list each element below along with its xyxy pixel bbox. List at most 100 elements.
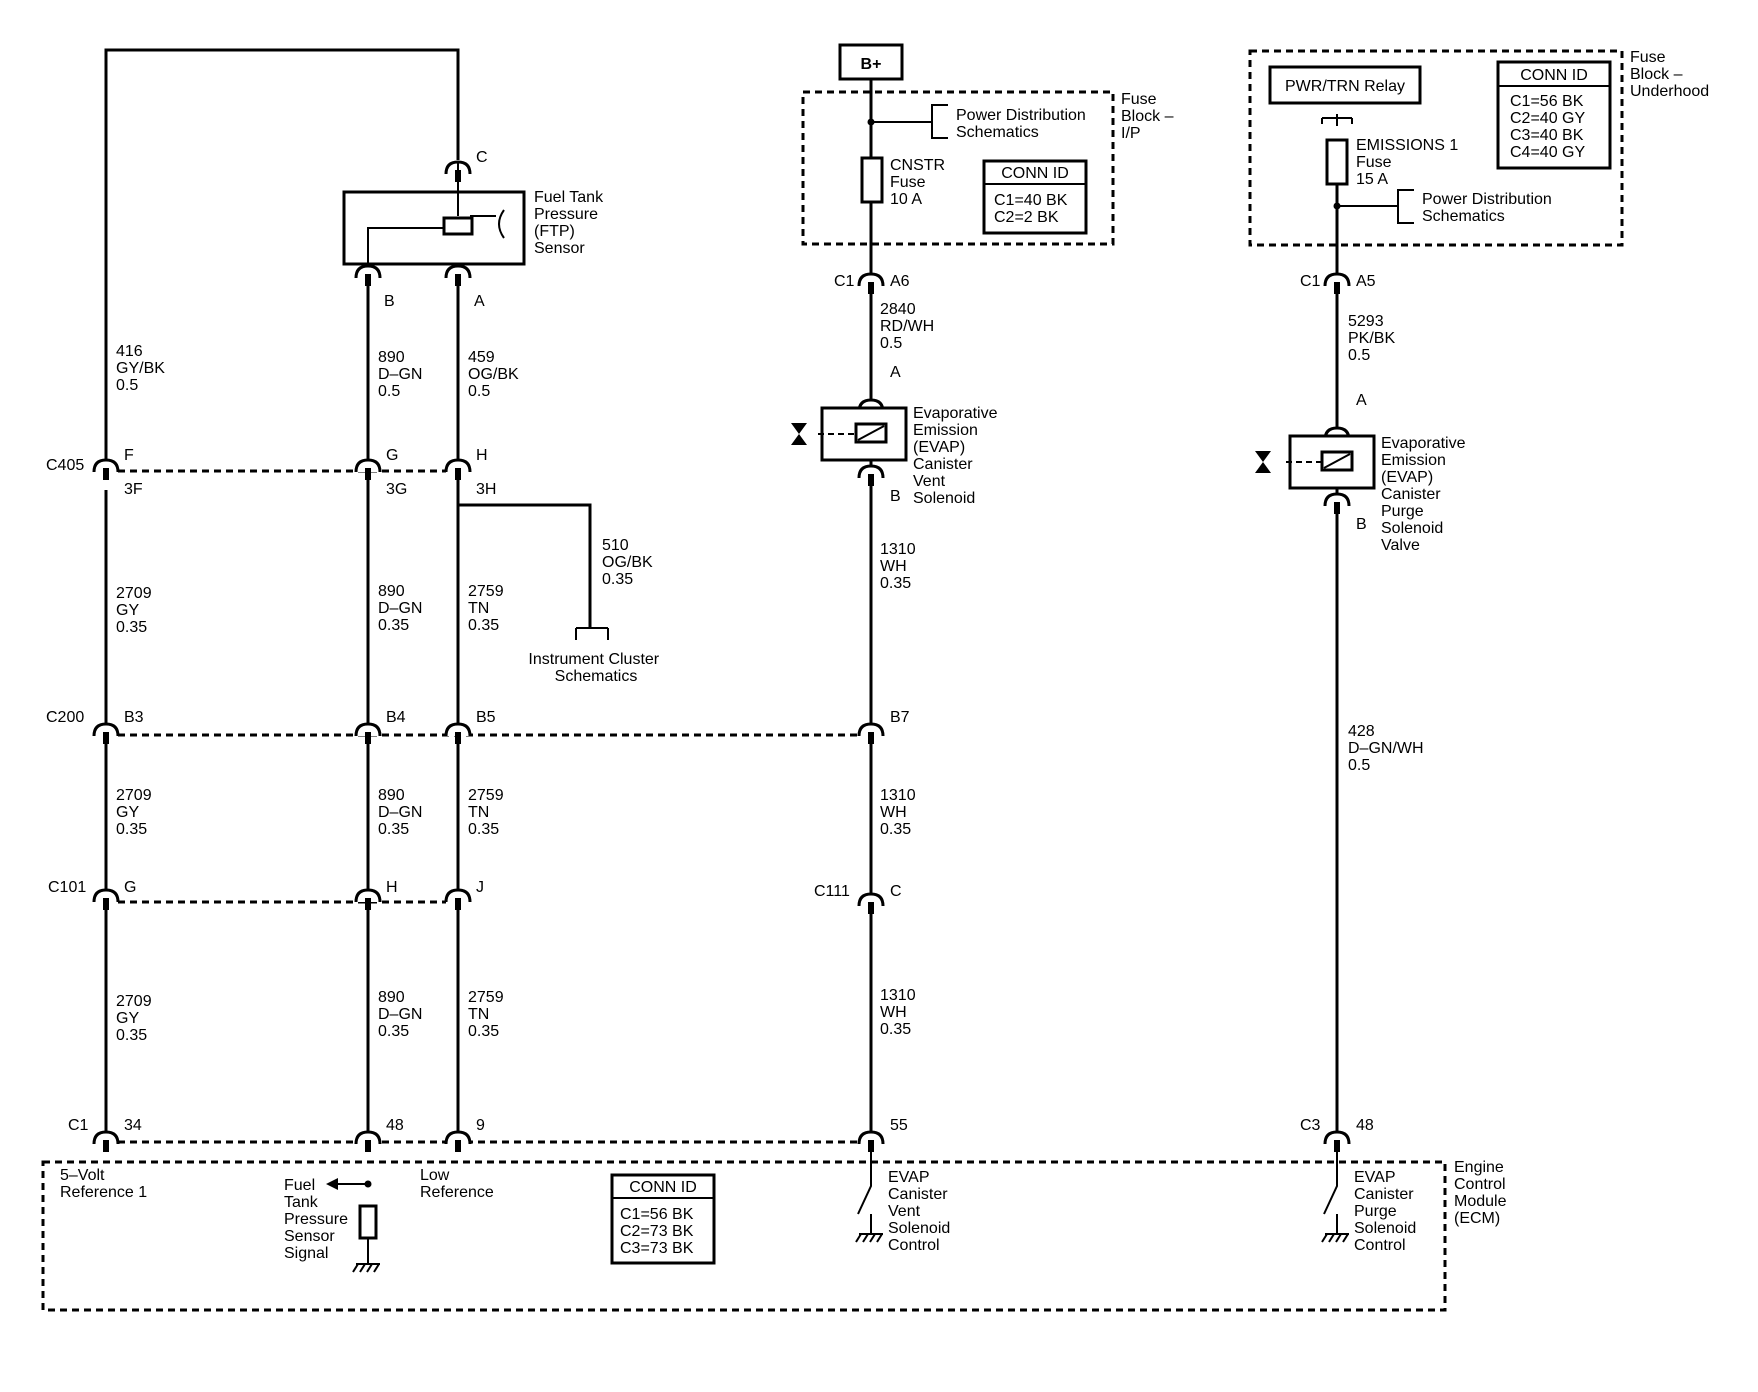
connector-c1-ip: C1	[834, 273, 855, 290]
connector-pin	[868, 282, 874, 294]
pin-label: B3	[124, 709, 144, 726]
connector-arc	[444, 888, 472, 903]
conn-id-ecm-box	[610, 1173, 716, 1265]
ecm-vent-ctrl-label: EVAP Canister Vent Solenoid Control	[888, 1169, 955, 1254]
purge-driver-switch	[1323, 1150, 1349, 1235]
connector-pin	[365, 1140, 371, 1152]
wires	[104, 48, 1339, 1150]
relay-label: PWR/TRN Relay	[1285, 78, 1405, 95]
pin-label: 9	[476, 1117, 485, 1134]
pin-label: B5	[476, 709, 496, 726]
ecm-border	[41, 1160, 1447, 1312]
connector-arc	[857, 464, 885, 479]
ecm-ftp-signal-label: Fuel Tank Pressure Sensor Signal	[284, 1177, 352, 1262]
instrument-cluster-label: Instrument Cluster Schematics	[528, 651, 663, 685]
relay-box	[1268, 65, 1422, 105]
pin-label: C	[890, 883, 902, 900]
pulldown-resistor	[358, 1204, 378, 1240]
connector-arc	[857, 722, 885, 737]
ground-icon	[855, 1233, 883, 1243]
connector-pin	[1334, 1140, 1340, 1152]
vent-solenoid-label: Evaporative Emission (EVAP) Canister Ven…	[913, 405, 1002, 507]
connector-arc	[354, 264, 382, 279]
pin-label: B7	[890, 709, 910, 726]
connector-pin	[455, 468, 461, 480]
connector-arc	[857, 272, 885, 287]
connector-arc	[444, 264, 472, 279]
connector-arc	[857, 892, 885, 907]
connector-arc	[857, 1130, 885, 1145]
connector-c3-ecm: C3	[1300, 1117, 1321, 1134]
connector-pin	[103, 898, 109, 910]
connector-pin	[1334, 502, 1340, 514]
evap-vent-solenoid: Evaporative Emission (EVAP) Canister Ven…	[791, 405, 1002, 507]
connector-arc	[92, 722, 120, 737]
pin-label: A	[474, 293, 485, 310]
connector-arc	[354, 1130, 382, 1145]
connector-names: C405 C200 C101 C111 C1 C3 C1 C1	[46, 273, 1321, 1134]
pin-label: B	[890, 488, 901, 505]
connector-arc	[92, 1130, 120, 1145]
connector-pin	[365, 274, 371, 286]
conn-id-ip-lines: C1=40 BK C2=2 BK	[994, 192, 1072, 226]
conn-id-uh-title: CONN ID	[1520, 67, 1588, 84]
pin-label: A6	[890, 273, 910, 290]
ftp-sensing-element	[442, 216, 474, 236]
pin-label: B	[1356, 516, 1367, 533]
conn-id-ecm-title: CONN ID	[629, 1179, 697, 1196]
pin-label: B	[384, 293, 395, 310]
cnstr-fuse-symbol	[860, 156, 884, 204]
emissions-fuse-symbol	[1325, 138, 1349, 186]
connector-pin	[868, 1140, 874, 1152]
pin-label: 3F	[124, 481, 143, 498]
cnstr-fuse-label: CNSTR Fuse 10 A	[890, 157, 950, 208]
power-dist-ip: Power Distribution Schematics	[956, 107, 1090, 141]
ftp-sensor-label: Fuel Tank Pressure (FTP) Sensor	[534, 189, 608, 257]
bplus-label: B+	[861, 56, 882, 73]
pin-label: A	[890, 364, 901, 381]
connector-pin	[103, 732, 109, 744]
wire-416-loop	[104, 48, 460, 462]
connector-pin	[455, 274, 461, 286]
connector-c101: C101	[48, 879, 86, 896]
connector-arc	[354, 888, 382, 903]
connector-pin	[868, 732, 874, 744]
pressure-port-icon	[498, 209, 505, 239]
connector-arc	[354, 458, 382, 473]
connector-arc	[444, 458, 472, 473]
vent-valve-icon	[791, 423, 807, 445]
connector-arc	[354, 722, 382, 737]
connector-c405: C405	[46, 457, 84, 474]
pin-label: H	[386, 879, 398, 896]
fuse-block-uh-label: Fuse Block – Underhood	[1630, 49, 1709, 100]
ecm-label: Engine Control Module (ECM)	[1454, 1159, 1511, 1227]
ftp-sensor: Fuel Tank Pressure (FTP) Sensor	[342, 162, 608, 266]
ecm-5v-ref-label: 5–Volt Reference 1	[60, 1167, 147, 1201]
connector-pin	[1334, 282, 1340, 294]
purge-solenoid-label: Evaporative Emission (EVAP) Canister Pur…	[1381, 435, 1470, 554]
pin-label: J	[476, 879, 484, 896]
connector-dash-lines	[118, 469, 858, 1144]
connector-c1-uh: C1	[1300, 273, 1321, 290]
vent-driver-switch	[857, 1150, 883, 1235]
connector-arc	[1323, 1130, 1351, 1145]
ecm-purge-ctrl-label: EVAP Canister Purge Solenoid Control	[1354, 1169, 1421, 1254]
power-dist-uh: Power Distribution Schematics	[1422, 191, 1556, 225]
emissions-fuse-label: EMISSIONS 1 Fuse 15 A	[1356, 137, 1463, 188]
connector-arc	[444, 1130, 472, 1145]
pin-label: H	[476, 447, 488, 464]
ground-icon	[352, 1263, 380, 1273]
